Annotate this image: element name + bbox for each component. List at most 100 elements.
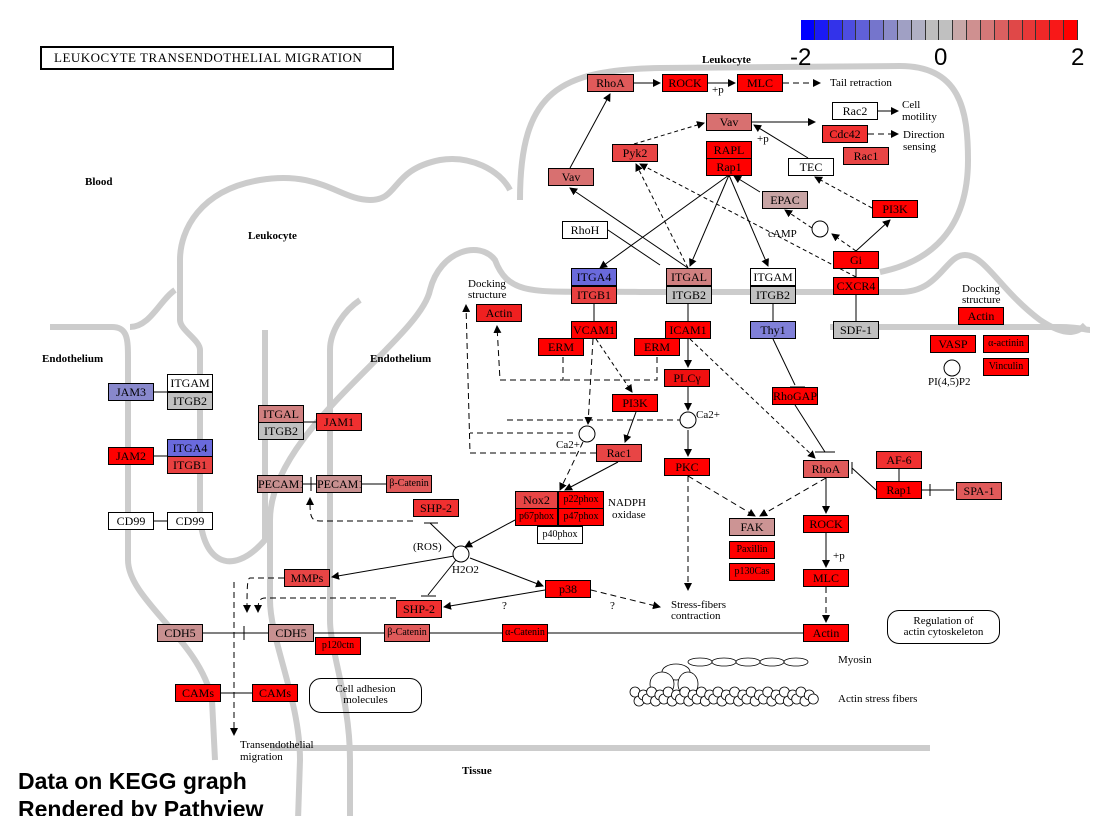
gene-node-cdc42[interactable]: Cdc42	[822, 125, 868, 143]
gene-node-pi3k[interactable]: PI3K	[872, 200, 918, 218]
gene-node-rhoa[interactable]: RhoA	[803, 460, 849, 478]
gene-node-cams[interactable]: CAMs	[252, 684, 298, 702]
gene-node-itgb1[interactable]: ITGB1	[167, 456, 213, 474]
gene-node-shp-2[interactable]: SHP-2	[413, 499, 459, 517]
diagram-label: Endothelium	[370, 353, 432, 365]
gene-node-rhoh[interactable]: RhoH	[562, 221, 608, 239]
gene-node-pkc[interactable]: PKC	[664, 458, 710, 476]
gene-node-rap1[interactable]: Rap1	[876, 481, 922, 499]
gene-node-mlc[interactable]: MLC	[737, 74, 783, 92]
gene-node-epac[interactable]: EPAC	[762, 191, 808, 209]
gene-node-itgam[interactable]: ITGAM	[750, 268, 796, 286]
gene-node-rock[interactable]: ROCK	[662, 74, 708, 92]
cell-adhesion-molecules-link[interactable]: Cell adhesion molecules	[309, 678, 422, 713]
gene-node-itgb1[interactable]: ITGB1	[571, 286, 617, 304]
gene-node-itgam[interactable]: ITGAM	[167, 374, 213, 392]
legend-min-label: -2	[790, 44, 812, 71]
gene-node-fak[interactable]: FAK	[729, 518, 775, 536]
gene-node-erm[interactable]: ERM	[538, 338, 584, 356]
gene-node-itga4[interactable]: ITGA4	[571, 268, 617, 286]
gene-node-vav[interactable]: Vav	[548, 168, 594, 186]
gene-node-vinculin[interactable]: Vinculin	[983, 358, 1029, 376]
gene-node-rap1[interactable]: Rap1	[706, 158, 752, 176]
gene-node-p40phox[interactable]: p40phox	[537, 526, 583, 544]
gene-node-itgal[interactable]: ITGAL	[258, 405, 304, 423]
diagram-label: (ROS)	[413, 541, 442, 553]
gene-node-icam1[interactable]: ICAM1	[665, 321, 711, 339]
diagram-label: +p	[712, 84, 724, 96]
gene-node-itga4[interactable]: ITGA4	[167, 439, 213, 457]
gene-node-tec[interactable]: TEC	[788, 158, 834, 176]
gene-node-gi[interactable]: Gi	[833, 251, 879, 269]
gene-node-rhoa[interactable]: RhoA	[587, 74, 634, 92]
gene-node--catenin[interactable]: β-Catenin	[386, 475, 432, 493]
gene-node-paxillin[interactable]: Paxillin	[729, 541, 775, 559]
gene-node-p120ctn[interactable]: p120ctn	[315, 637, 361, 655]
gene-node--actinin[interactable]: α-actinin	[983, 335, 1029, 353]
legend-swatch	[1022, 20, 1037, 40]
gene-node-itgb2[interactable]: ITGB2	[258, 422, 304, 440]
gene-node-cxcr4[interactable]: CXCR4	[833, 277, 879, 295]
gene-node-pecam1[interactable]: PECAM1	[257, 475, 303, 493]
diagram-label: migration	[240, 751, 283, 763]
legend-swatch	[870, 20, 885, 40]
gene-node-jam2[interactable]: JAM2	[108, 447, 154, 465]
gene-node-actin[interactable]: Actin	[958, 307, 1004, 325]
gene-node-p22phox[interactable]: p22phox	[558, 491, 604, 509]
gene-node-vav[interactable]: Vav	[706, 113, 752, 131]
gene-node-rac2[interactable]: Rac2	[832, 102, 878, 120]
gene-node-rapl[interactable]: RAPL	[706, 141, 752, 159]
gene-node-shp-2[interactable]: SHP-2	[396, 600, 442, 618]
legend-swatch	[801, 20, 815, 40]
gene-node-p47phox[interactable]: p47phox	[558, 508, 604, 526]
gene-node-pi3k[interactable]: PI3K	[612, 394, 658, 412]
gene-node-jam3[interactable]: JAM3	[108, 383, 154, 401]
gene-node-p67phox[interactable]: p67phox	[515, 508, 558, 526]
gene-node-af-6[interactable]: AF-6	[876, 451, 922, 469]
gene-node-cd99[interactable]: CD99	[167, 512, 213, 530]
gene-node-plc-[interactable]: PLCγ	[664, 369, 710, 387]
gene-node--catenin[interactable]: β-Catenin	[384, 624, 430, 642]
diagram-label: Leukocyte	[702, 54, 751, 66]
gene-node-rac1[interactable]: Rac1	[596, 444, 642, 462]
gene-node-cams[interactable]: CAMs	[175, 684, 221, 702]
gene-node-cdh5[interactable]: CDH5	[268, 624, 314, 642]
gene-node-spa-1[interactable]: SPA-1	[956, 482, 1002, 500]
gene-node-actin[interactable]: Actin	[476, 304, 522, 322]
gene-node-cdh5[interactable]: CDH5	[157, 624, 203, 642]
gene-node-p38[interactable]: p38	[545, 580, 591, 598]
gene-node-mlc[interactable]: MLC	[803, 569, 849, 587]
gene-node--catenin[interactable]: α-Catenin	[502, 624, 548, 642]
gene-node-pyk2[interactable]: Pyk2	[612, 144, 658, 162]
diagram-label: Ca2+	[556, 439, 580, 451]
gene-node-p130cas[interactable]: p130Cas	[729, 563, 775, 581]
gene-node-itgb2[interactable]: ITGB2	[750, 286, 796, 304]
gene-node-thy1[interactable]: Thy1	[750, 321, 796, 339]
diagram-label: Docking	[962, 283, 1000, 295]
gene-node-vcam1[interactable]: VCAM1	[571, 321, 617, 339]
regulation-actin-cytoskeleton-link[interactable]: Regulation of actin cytoskeleton	[887, 610, 1000, 644]
legend-swatch	[828, 20, 843, 40]
link-line1: Cell adhesion	[335, 683, 396, 695]
legend-max-label: 2	[1071, 44, 1085, 71]
gene-node-rhogap[interactable]: RhoGAP	[772, 387, 818, 405]
calcium-compound	[578, 425, 596, 443]
gene-node-pecam1[interactable]: PECAM1	[316, 475, 362, 493]
gene-node-erm[interactable]: ERM	[634, 338, 680, 356]
gene-node-vasp[interactable]: VASP	[930, 335, 976, 353]
gene-node-sdf-1[interactable]: SDF-1	[833, 321, 879, 339]
gene-node-mmps[interactable]: MMPs	[284, 569, 330, 587]
gene-node-itgal[interactable]: ITGAL	[666, 268, 712, 286]
gene-node-actin[interactable]: Actin	[803, 624, 849, 642]
gene-node-jam1[interactable]: JAM1	[316, 413, 362, 431]
gene-node-rock[interactable]: ROCK	[803, 515, 849, 533]
legend-swatch	[953, 20, 968, 40]
gene-node-itgb2[interactable]: ITGB2	[167, 392, 213, 410]
gene-node-nox2[interactable]: Nox2	[515, 491, 558, 509]
gene-node-itgb2[interactable]: ITGB2	[666, 286, 712, 304]
gene-node-rac1[interactable]: Rac1	[843, 147, 889, 165]
gene-node-cd99[interactable]: CD99	[108, 512, 154, 530]
pathway-title: LEUKOCYTE TRANSENDOTHELIAL MIGRATION	[40, 46, 394, 70]
